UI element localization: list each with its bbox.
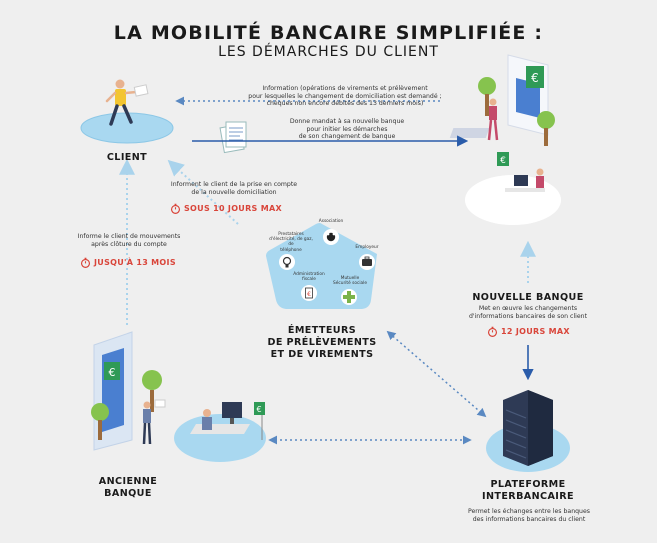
info-line-2: pour lesquelles le changement de domicil…	[248, 92, 442, 100]
old-bank-inform-line-2: après clôture du compte	[91, 240, 167, 248]
mutual-label: Mutuelle Sécurité sociale	[329, 276, 371, 286]
platform-desc: Permet les échanges entre les banques de…	[446, 508, 612, 523]
svg-text:€: €	[307, 291, 311, 298]
page-title: LA MOBILITÉ BANCAIRE SIMPLIFIÉE :	[113, 22, 544, 44]
old-bank-inform-line-1: Informe le client de mouvements	[77, 233, 181, 240]
timer-13-months: JUSQU'À 13 MOIS	[80, 257, 176, 268]
providers-label: Prestataires d'électricité, de gaz, de t…	[266, 232, 316, 253]
platform-desc-line-1: Permet les échanges entre les banques	[467, 508, 591, 515]
svg-text:€: €	[500, 156, 506, 166]
svg-text:€: €	[256, 405, 261, 414]
platform-desc-line-2: des informations bancaires du client	[472, 515, 586, 523]
providers-line-3: téléphone	[280, 247, 302, 253]
platform-label-line-1: PLATEFORME	[490, 479, 566, 490]
mandate-line-1: Donne mandat à sa nouvelle banque	[289, 118, 405, 125]
arrow-platform-emitters	[386, 330, 487, 418]
timer-13-months-label: JUSQU'À 13 MOIS	[94, 258, 176, 267]
tax-admin-label: Administration fiscale	[286, 272, 332, 282]
svg-text:€: €	[531, 71, 539, 85]
server-icon	[486, 390, 570, 472]
timer-10-days: SOUS 10 JOURS MAX	[170, 203, 282, 214]
stopwatch-icon	[170, 203, 181, 214]
timer-12-days-label: 12 JOURS MAX	[501, 327, 570, 336]
old-bank-label-line-1: ANCIENNE	[98, 476, 158, 487]
association-label: Association	[318, 219, 344, 224]
lightbulb-icon	[279, 254, 295, 270]
emitters-label-line-1: ÉMETTEURS	[287, 325, 357, 336]
emitters-pentagon	[266, 223, 377, 309]
mandate-line-2: pour initier les démarches	[306, 125, 388, 133]
new-bank-illustration: € €	[449, 54, 561, 225]
briefcase-icon	[359, 254, 375, 270]
new-bank-label: NOUVELLE BANQUE	[472, 292, 584, 303]
document-icon	[219, 121, 247, 154]
providers-line-2: d'électricité, de gaz, de	[269, 237, 313, 248]
tax-line-1: Administration	[293, 272, 325, 277]
timer-12-days: 12 JOURS MAX	[487, 326, 570, 337]
mutual-line-2: Sécurité sociale	[332, 281, 367, 287]
mutual-line-1: Mutuelle	[340, 276, 360, 281]
inform-client-line-2: de la nouvelle domiciliation	[191, 188, 277, 196]
health-cross-icon	[341, 289, 357, 305]
new-bank-desc-line-2: d'informations bancaires de son client	[468, 312, 588, 320]
info-line-1: Information (opérations de virements et …	[262, 85, 428, 92]
arrow-emitters-to-client	[167, 159, 239, 225]
svg-text:€: €	[109, 366, 116, 379]
platform-label-line-2: INTERBANCAIRE	[481, 491, 575, 502]
providers-line-1: Prestataires	[278, 232, 304, 237]
old-bank-inform-text: Informe le client de mouvements après cl…	[66, 233, 192, 248]
client-label: CLIENT	[106, 152, 148, 163]
mandate-line-3: de son changement de banque	[298, 133, 396, 141]
tax-line-2: fiscale	[302, 277, 316, 283]
old-bank-label: ANCIENNE BANQUE	[88, 476, 168, 500]
inform-client-line-1: Informent le client de la prise en compt…	[170, 181, 298, 188]
association-icon	[323, 229, 339, 245]
emitters-label-line-2: DE PRÉLÈVEMENTS	[267, 337, 377, 348]
old-bank-illustration: €	[91, 331, 166, 451]
page-subtitle: LES DÉMARCHES DU CLIENT	[218, 44, 439, 60]
new-bank-desc-line-1: Met en œuvre les changements	[478, 305, 578, 312]
client-illustration	[80, 79, 174, 144]
employer-label: Employeur	[355, 245, 379, 250]
tax-document-icon: €	[301, 285, 317, 301]
platform-label: PLATEFORME INTERBANCAIRE	[468, 479, 588, 503]
emitters-label-line-3: ET DE VIREMENTS	[270, 349, 374, 360]
new-bank-desc: Met en œuvre les changements d'informati…	[440, 305, 616, 320]
old-bank-label-line-2: BANQUE	[104, 488, 152, 499]
mandate-flow-text: Donne mandat à sa nouvelle banque pour i…	[262, 118, 432, 141]
timer-10-days-label: SOUS 10 JOURS MAX	[184, 204, 282, 213]
emitters-label: ÉMETTEURS DE PRÉLÈVEMENTS ET DE VIREMENT…	[254, 325, 390, 361]
info-flow-text: Information (opérations de virements et …	[232, 85, 458, 108]
stopwatch-icon	[487, 326, 498, 337]
stopwatch-icon	[80, 257, 91, 268]
info-line-3: chèques non encore débités des 13 dernie…	[266, 100, 424, 108]
desk-illustration: €	[174, 402, 266, 462]
inform-client-text: Informent le client de la prise en compt…	[160, 181, 308, 196]
